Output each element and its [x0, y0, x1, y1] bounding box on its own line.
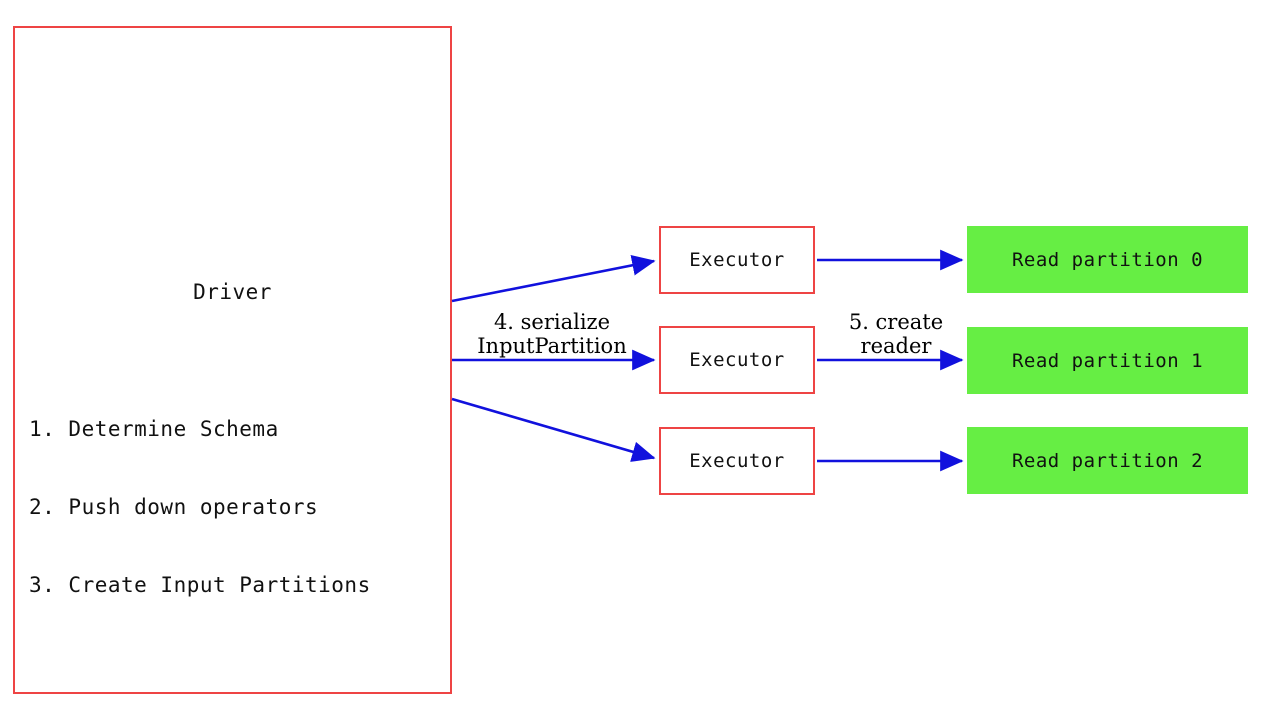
arrow-label-serialize-line-1: 4. serialize [493, 310, 611, 334]
read-partition-label-0: Read partition 0 [1011, 248, 1204, 271]
arrow-driver-to-executor-3 [451, 397, 656, 462]
driver-steps-list: 1. Determine Schema 2. Push down operato… [29, 364, 371, 650]
executor-label-3: Executor [689, 450, 785, 472]
arrow-label-create-reader: 5. create reader [828, 310, 964, 358]
arrow-label-serialize: 4. serialize InputPartition [462, 310, 642, 358]
arrow-driver-to-executor-1 [451, 255, 656, 303]
driver-box: Driver 1. Determine Schema 2. Push down … [13, 26, 452, 694]
arrow-label-create-line-1: 5. create [848, 310, 944, 334]
executor-label-1: Executor [689, 249, 785, 271]
arrow-label-serialize-line-2: InputPartition [477, 334, 627, 358]
read-partition-box-1: Read partition 1 [967, 327, 1248, 394]
read-partition-box-0: Read partition 0 [967, 226, 1248, 293]
executor-box-2: Executor [659, 326, 815, 394]
driver-step-3: 3. Create Input Partitions [29, 573, 371, 597]
read-partition-box-2: Read partition 2 [967, 427, 1248, 494]
driver-title: Driver [193, 280, 272, 304]
executor-box-3: Executor [659, 427, 815, 495]
read-partition-label-2: Read partition 2 [1011, 449, 1204, 472]
arrow-label-create-line-2: reader [860, 334, 932, 358]
driver-step-1: 1. Determine Schema [29, 417, 279, 441]
driver-step-2: 2. Push down operators [29, 495, 319, 519]
executor-box-1: Executor [659, 226, 815, 294]
executor-label-2: Executor [689, 349, 785, 371]
read-partition-label-1: Read partition 1 [1011, 349, 1204, 372]
